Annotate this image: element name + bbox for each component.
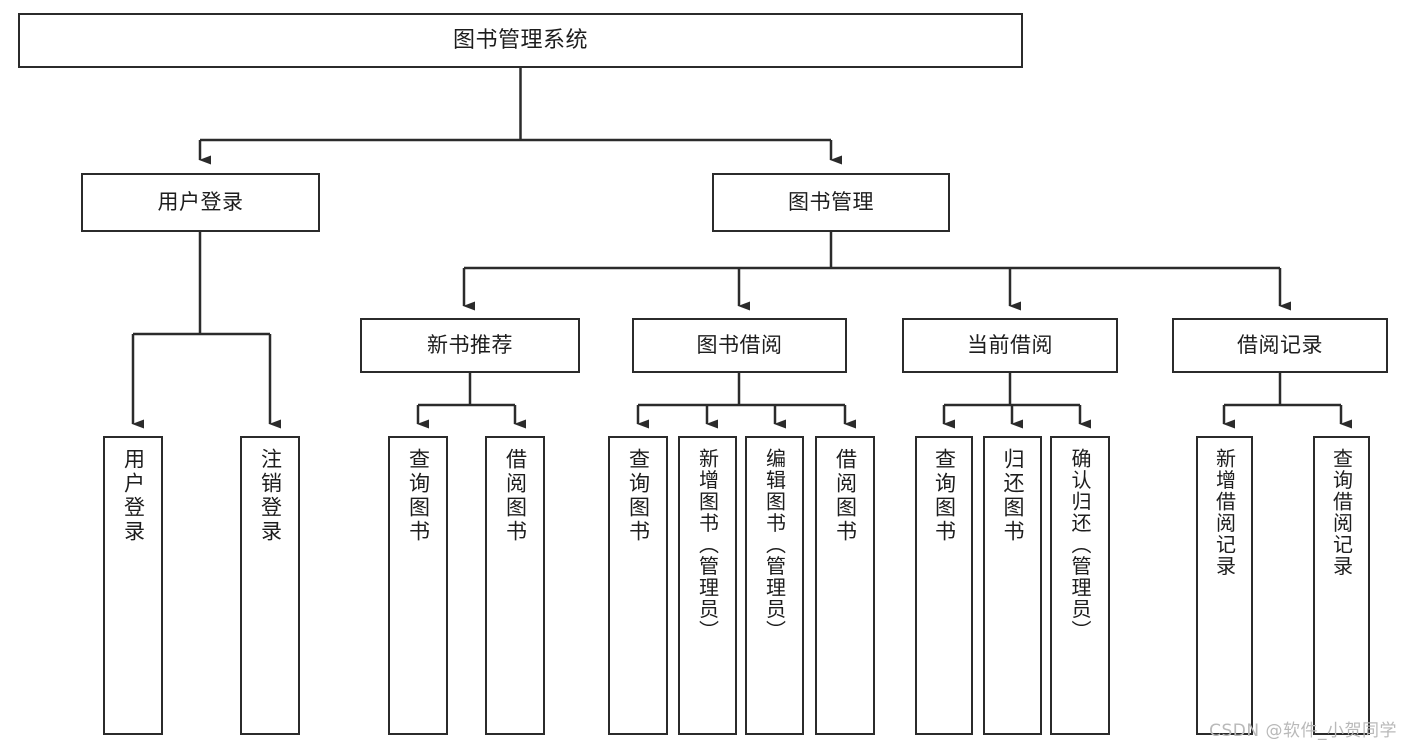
- node-label: 查询图书: [626, 448, 651, 544]
- leaf-query-book-current[interactable]: 查询图书: [915, 436, 973, 735]
- node-label: 图书借阅: [696, 333, 783, 358]
- leaf-confirm-return-admin[interactable]: 确认归还（管理员）: [1050, 436, 1110, 735]
- node-label: 借阅图书: [503, 448, 528, 544]
- node-book-management[interactable]: 图书管理: [712, 173, 950, 232]
- leaf-borrow-book-new[interactable]: 借阅图书: [485, 436, 545, 735]
- leaf-user-logout[interactable]: 注销登录: [240, 436, 300, 735]
- node-root-system[interactable]: 图书管理系统: [18, 13, 1023, 68]
- node-label: 图书管理: [788, 190, 874, 215]
- leaf-user-login[interactable]: 用户登录: [103, 436, 163, 735]
- node-label: 注销登录: [258, 448, 283, 544]
- node-label: 用户登录: [121, 448, 146, 544]
- node-label: 查询图书: [932, 448, 957, 544]
- csdn-watermark: CSDN @软件_小贺同学: [1209, 721, 1397, 741]
- node-label: 编辑图书（管理员）: [762, 448, 787, 642]
- node-label: 新增借阅记录: [1212, 448, 1237, 577]
- node-label: 新增图书（管理员）: [695, 448, 720, 642]
- leaf-query-book-borrow[interactable]: 查询图书: [608, 436, 668, 735]
- node-label: 图书管理系统: [452, 27, 588, 53]
- leaf-add-borrow-record[interactable]: 新增借阅记录: [1196, 436, 1253, 735]
- node-book-borrowing[interactable]: 图书借阅: [632, 318, 847, 373]
- node-label: 借阅记录: [1237, 333, 1323, 358]
- node-borrowing-records[interactable]: 借阅记录: [1172, 318, 1388, 373]
- leaf-query-borrow-record[interactable]: 查询借阅记录: [1313, 436, 1370, 735]
- node-label: 用户登录: [157, 190, 244, 215]
- node-user-login[interactable]: 用户登录: [81, 173, 320, 232]
- node-label: 查询借阅记录: [1329, 448, 1354, 577]
- node-new-book-recommendation[interactable]: 新书推荐: [360, 318, 580, 373]
- node-label: 新书推荐: [427, 333, 513, 358]
- leaf-add-book-admin[interactable]: 新增图书（管理员）: [678, 436, 737, 735]
- leaf-borrow-book[interactable]: 借阅图书: [815, 436, 875, 735]
- node-label: 当前借阅: [967, 333, 1053, 358]
- node-current-borrowing[interactable]: 当前借阅: [902, 318, 1118, 373]
- leaf-edit-book-admin[interactable]: 编辑图书（管理员）: [745, 436, 804, 735]
- node-label: 归还图书: [1001, 448, 1025, 544]
- leaf-return-book[interactable]: 归还图书: [983, 436, 1042, 735]
- node-label: 查询图书: [406, 448, 431, 544]
- leaf-query-book-new[interactable]: 查询图书: [388, 436, 448, 735]
- node-label: 借阅图书: [833, 448, 858, 544]
- node-label: 确认归还（管理员）: [1068, 448, 1092, 642]
